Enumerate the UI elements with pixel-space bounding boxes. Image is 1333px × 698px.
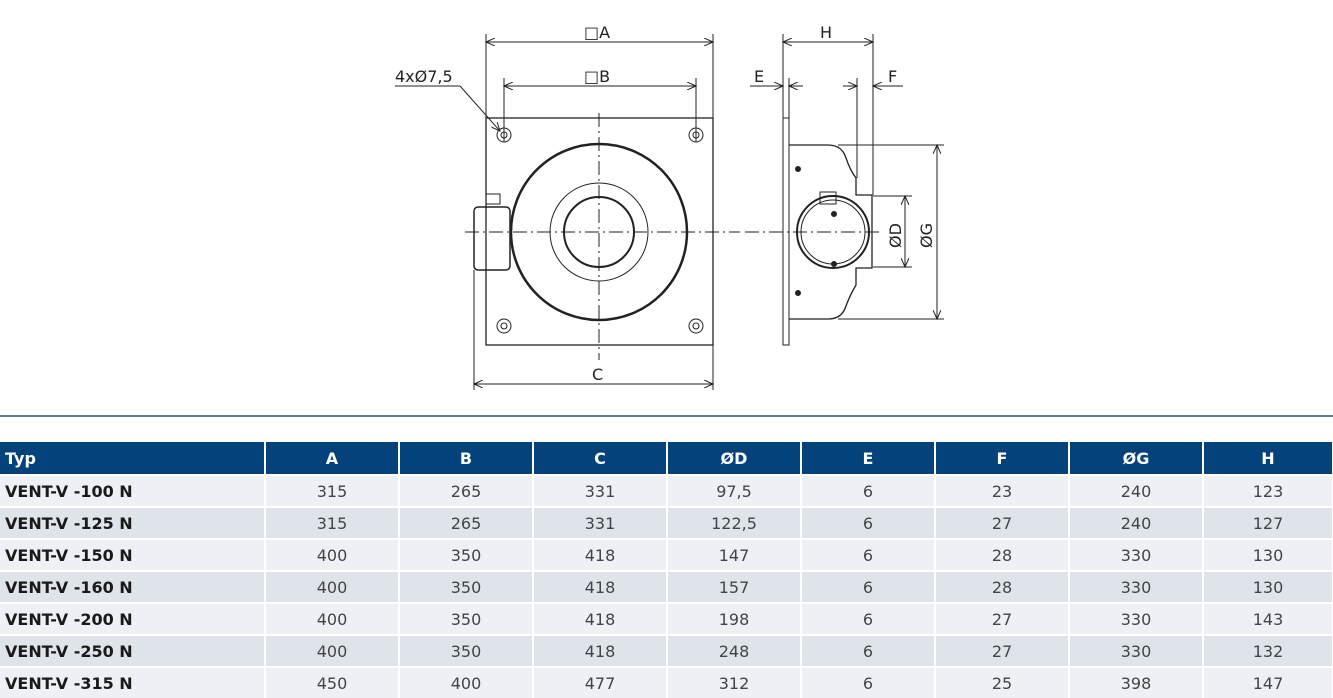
dimension-cell: 450 xyxy=(265,666,400,698)
dimension-cell: 127 xyxy=(1203,506,1333,539)
dimension-cell: 248 xyxy=(667,634,802,667)
dim-label-holes: 4xØ7,5 xyxy=(395,67,453,86)
dimension-cell: 265 xyxy=(399,506,534,539)
dimension-cell: 477 xyxy=(533,666,668,698)
dimension-cell: 331 xyxy=(533,474,668,507)
model-name-cell: VENT-V -200 N xyxy=(0,602,266,635)
dim-label-h: H xyxy=(820,23,832,42)
dimension-cell: 25 xyxy=(935,666,1070,698)
dimension-cell: 350 xyxy=(399,634,534,667)
dimension-cell: 398 xyxy=(1069,666,1204,698)
dimension-cell: 23 xyxy=(935,474,1070,507)
dimension-cell: 418 xyxy=(533,634,668,667)
dimension-cell: 27 xyxy=(935,634,1070,667)
technical-drawing: □A □B C 4xØ7,5 H E F ØD ØG xyxy=(395,23,944,390)
dimension-cell: 6 xyxy=(801,506,936,539)
dimension-cell: 240 xyxy=(1069,506,1204,539)
dimension-cell: 315 xyxy=(265,506,400,539)
dimension-cell: 240 xyxy=(1069,474,1204,507)
side-flange xyxy=(782,117,790,346)
dim-label-d: ØD xyxy=(886,223,905,248)
column-header: C xyxy=(533,442,668,475)
column-header: H xyxy=(1203,442,1333,475)
column-header: ØG xyxy=(1069,442,1204,475)
column-header: E xyxy=(801,442,936,475)
side-housing xyxy=(789,144,873,320)
dimension-cell: 6 xyxy=(801,634,936,667)
dim-label-b: □B xyxy=(584,67,610,86)
dimension-cell: 130 xyxy=(1203,538,1333,571)
dimension-cell: 6 xyxy=(801,666,936,698)
dimension-cell: 147 xyxy=(1203,666,1333,698)
dimension-cell: 6 xyxy=(801,570,936,603)
dimension-cell: 265 xyxy=(399,474,534,507)
terminal-box xyxy=(473,206,511,271)
dimension-cell: 6 xyxy=(801,602,936,635)
dimension-cell: 330 xyxy=(1069,634,1204,667)
model-name-cell: VENT-V -250 N xyxy=(0,634,266,667)
dimension-cell: 315 xyxy=(265,474,400,507)
mounting-holes xyxy=(496,127,704,334)
dimension-cell: 331 xyxy=(533,506,668,539)
dimension-cell: 418 xyxy=(533,538,668,571)
dim-label-c: C xyxy=(592,365,603,384)
dimension-cell: 97,5 xyxy=(667,474,802,507)
dimension-cell: 147 xyxy=(667,538,802,571)
column-header: ØD xyxy=(667,442,802,475)
dim-label-a: □A xyxy=(584,23,610,42)
column-header: A xyxy=(265,442,400,475)
dimension-cell: 123 xyxy=(1203,474,1333,507)
dimension-cell: 28 xyxy=(935,538,1070,571)
dimension-cell: 330 xyxy=(1069,570,1204,603)
dimension-cell: 122,5 xyxy=(667,506,802,539)
dimension-cell: 6 xyxy=(801,538,936,571)
model-name-cell: VENT-V -315 N xyxy=(0,666,266,698)
dimension-cell: 330 xyxy=(1069,538,1204,571)
model-name-cell: VENT-V -150 N xyxy=(0,538,266,571)
model-name-cell: VENT-V -125 N xyxy=(0,506,266,539)
dimension-cell: 350 xyxy=(399,570,534,603)
dim-label-e: E xyxy=(754,67,764,86)
section-divider xyxy=(0,415,1333,417)
dimension-cell: 157 xyxy=(667,570,802,603)
column-header: Typ xyxy=(0,442,266,475)
model-name-cell: VENT-V -160 N xyxy=(0,570,266,603)
dimension-cell: 312 xyxy=(667,666,802,698)
dimension-cell: 400 xyxy=(265,570,400,603)
dimension-cell: 198 xyxy=(667,602,802,635)
dimension-cell: 132 xyxy=(1203,634,1333,667)
dimension-cell: 27 xyxy=(935,602,1070,635)
dimension-cell: 400 xyxy=(265,634,400,667)
dimension-cell: 27 xyxy=(935,506,1070,539)
dimension-cell: 418 xyxy=(533,602,668,635)
dimension-cell: 400 xyxy=(265,602,400,635)
dimension-cell: 418 xyxy=(533,570,668,603)
dimension-cell: 28 xyxy=(935,570,1070,603)
dimension-cell: 130 xyxy=(1203,570,1333,603)
model-name-cell: VENT-V -100 N xyxy=(0,474,266,507)
column-header: B xyxy=(399,442,534,475)
dim-label-f: F xyxy=(888,67,897,86)
dimension-cell: 143 xyxy=(1203,602,1333,635)
dimension-cell: 6 xyxy=(801,474,936,507)
dimension-cell: 350 xyxy=(399,602,534,635)
dimension-cell: 350 xyxy=(399,538,534,571)
dimension-cell: 400 xyxy=(265,538,400,571)
dimension-cell: 330 xyxy=(1069,602,1204,635)
dimension-cell: 400 xyxy=(399,666,534,698)
dim-label-g: ØG xyxy=(917,223,936,248)
column-header: F xyxy=(935,442,1070,475)
